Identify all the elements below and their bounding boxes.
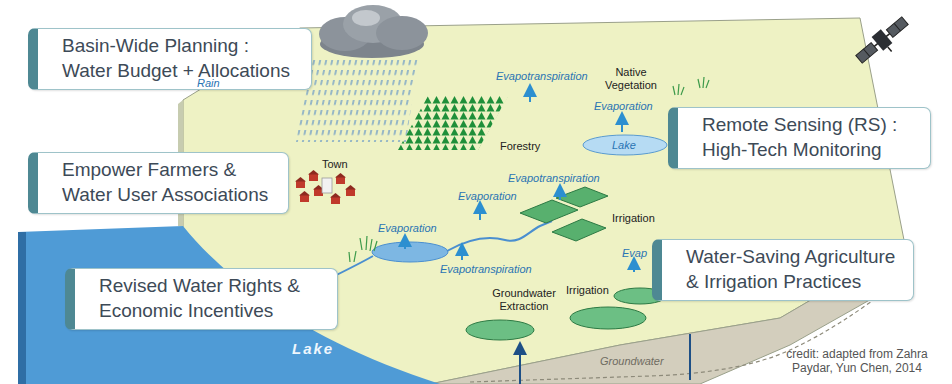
upper-lake: [583, 135, 667, 155]
callout-box: Revised Water Rights & Economic Incentiv…: [65, 268, 338, 330]
callout-box: Remote Sensing (RS) : High-Tech Monitori…: [668, 107, 931, 169]
well: [689, 334, 691, 380]
evaporation-label: Evaporation: [378, 222, 437, 235]
lake-label: Lake: [612, 139, 636, 152]
vegetation-label: Native Vegetation: [600, 66, 662, 91]
evapotranspiration-label: Evapotranspiration: [496, 70, 588, 83]
native-vegetation: [673, 77, 709, 95]
callout-text: Empower Farmers & Water User Association…: [62, 158, 280, 207]
rain-cloud: [319, 5, 428, 58]
reeds: [349, 236, 377, 262]
evaporation-label: Evaporation: [594, 100, 653, 113]
irrigation-fields: [520, 187, 608, 241]
irrigation-label: Irrigation: [612, 212, 655, 225]
callout-text: Water-Saving Agriculture & Irrigation Pr…: [686, 245, 905, 294]
forest: [398, 96, 508, 150]
rain: [296, 60, 418, 142]
evaporation-arrows: [405, 90, 634, 272]
lake-side: [18, 232, 26, 384]
evaporation-label: Evaporation: [458, 190, 517, 203]
callout-box: Basin-Wide Planning : Water Budget + All…: [28, 28, 312, 90]
evapotranspiration-label: Evapotranspiration: [508, 172, 600, 185]
callout-box: Empower Farmers & Water User Association…: [28, 152, 289, 214]
small-lake: [372, 242, 448, 262]
town: [295, 170, 356, 204]
extraction-label: Groundwater Extraction: [488, 287, 560, 312]
evapotranspiration-label: Evapotranspiration: [440, 263, 532, 276]
evaporation-label: Evap: [622, 247, 647, 260]
callout-text: Basin-Wide Planning : Water Budget + All…: [62, 34, 303, 83]
callout-text: Revised Water Rights & Economic Incentiv…: [99, 274, 329, 323]
satellite: [853, 14, 914, 71]
well: [519, 348, 521, 384]
callout-text: Remote Sensing (RS) : High-Tech Monitori…: [702, 113, 922, 162]
credit-note: credit: adapted from Zahra Paydar, Yun C…: [776, 348, 938, 376]
irrigation-label: Irrigation: [566, 284, 609, 297]
town-label: Town: [322, 158, 348, 171]
rain-label: Rain: [197, 77, 220, 90]
forestry-label: Forestry: [500, 140, 540, 153]
callout-box: Water-Saving Agriculture & Irrigation Pr…: [652, 239, 914, 301]
lake-label: Lake: [292, 340, 334, 357]
groundwater-label: Groundwater: [600, 355, 664, 368]
river: [447, 221, 552, 251]
